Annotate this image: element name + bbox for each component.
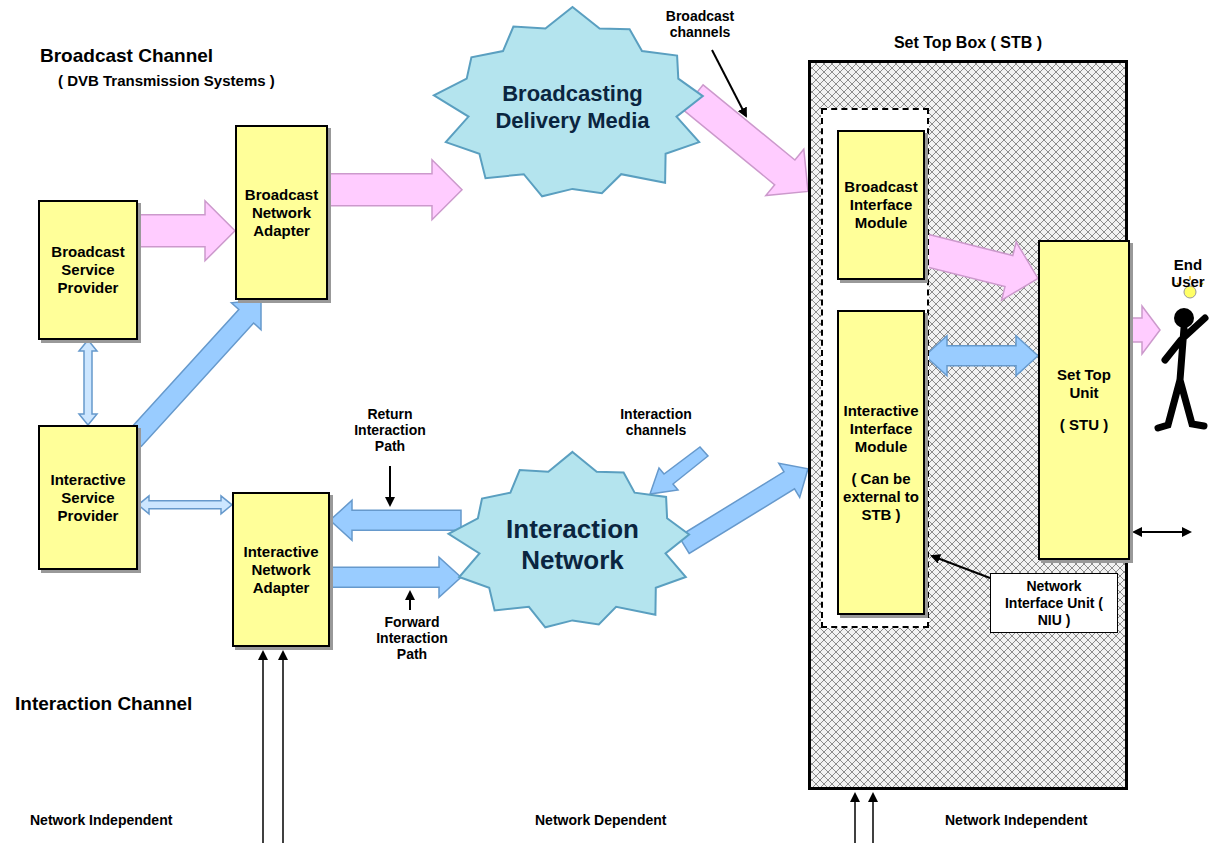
annotation-label: Forward Interaction Path <box>362 614 462 662</box>
housing-title: Set Top Box ( STB ) <box>811 33 1125 52</box>
boundary-arrow <box>262 652 264 843</box>
annotation-label: Network Dependent <box>535 812 755 828</box>
end-user-figure <box>1158 276 1205 428</box>
interface-module-box: Broadcast Interface Module <box>837 130 925 280</box>
flow-arrow <box>683 85 808 196</box>
flow-arrow <box>679 463 808 553</box>
network-adapter-box: Broadcast Network Adapter <box>235 125 328 300</box>
annotation-label: Network Independent <box>945 812 1165 828</box>
niu-callout: Network Interface Unit ( NIU ) <box>990 573 1118 633</box>
annotation-label: Broadcast Channel <box>40 45 340 67</box>
burst-label: Broadcasting Delivery Media <box>494 81 651 134</box>
annotation-label: Return Interaction Path <box>340 406 440 454</box>
annotation-label: End User <box>1156 256 1220 291</box>
flow-arrow <box>925 336 1038 376</box>
leader-arrow <box>389 466 391 505</box>
set-top-box: Set Top Box ( STB )Network Interface Uni… <box>808 60 1128 790</box>
output-arrow <box>1129 306 1160 354</box>
annotation-label: ( DVB Transmission Systems ) <box>58 72 358 89</box>
flow-arrow <box>328 160 462 220</box>
boundary-arrow <box>282 652 284 843</box>
box-label: Broadcast Service Provider <box>43 243 133 297</box>
network-adapter-box: Interactive Network Adapter <box>232 492 330 647</box>
service-provider-box: Interactive Service Provider <box>38 425 138 570</box>
interface-module-box: Interactive Interface Module ( Can be ext… <box>837 310 925 615</box>
box-label: Broadcast Interface Module <box>842 178 920 232</box>
annotation-label: Network Independent <box>30 812 250 828</box>
pointer-arrow <box>650 447 708 494</box>
boundary-arrow <box>854 794 856 843</box>
flow-arrow <box>127 300 261 446</box>
annotation-label: Interaction Channel <box>15 693 315 715</box>
box-note: ( STU ) <box>1060 416 1108 434</box>
stb-hatching <box>808 60 1128 790</box>
flow-arrow <box>79 340 97 425</box>
burst-label: Interaction Network <box>502 514 642 576</box>
box-label: Set Top Unit <box>1043 366 1125 402</box>
flow-arrow <box>138 496 232 514</box>
box-label: Interactive Interface Module <box>842 402 920 456</box>
flow-arrow <box>330 500 461 540</box>
network-interface-unit: Network Interface Unit ( NIU )Broadcast … <box>821 108 929 628</box>
boundary-arrow <box>872 794 874 843</box>
box-note: ( Can be external to STB ) <box>842 470 920 524</box>
box-label: Broadcast Network Adapter <box>240 186 323 240</box>
service-provider-box: Broadcast Service Provider <box>38 200 138 340</box>
annotation-label: Interaction channels <box>596 406 716 438</box>
user-interaction-arrow <box>1134 531 1190 533</box>
box-label: Interactive Network Adapter <box>237 543 325 597</box>
flow-arrow <box>921 235 1038 301</box>
set-top-unit-box: Set Top Unit ( STU ) <box>1038 240 1130 560</box>
interaction-network-burst: Interaction Network <box>445 450 700 640</box>
leader-arrow <box>409 592 411 610</box>
leader-arrow <box>932 556 990 578</box>
annotation-label: Broadcast channels <box>640 8 760 40</box>
flow-arrow <box>138 201 235 261</box>
flow-arrow <box>330 557 461 597</box>
box-label: Interactive Service Provider <box>43 471 133 525</box>
